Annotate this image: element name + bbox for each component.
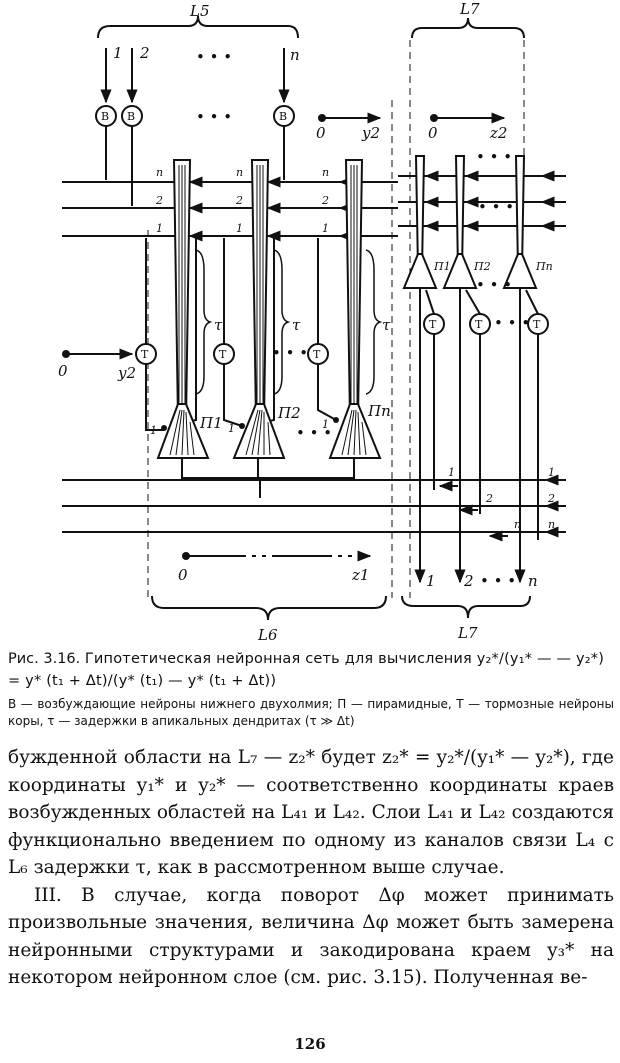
lbl-2-b: 2: [235, 194, 243, 207]
figure-legend: В — возбуждающие нейроны нижнего двухолм…: [8, 697, 614, 728]
bline-2: 2: [485, 492, 493, 505]
right-wires: [419, 288, 539, 576]
axis-z1-label: z1: [351, 566, 369, 584]
pyramid-hatching: [169, 409, 367, 456]
pyr-in-2: 1: [228, 422, 235, 435]
t-label-rn: T: [533, 318, 541, 331]
axis-y2-top-origin: 0: [316, 124, 326, 142]
label-l5: L5: [189, 2, 210, 20]
synapse-l2: [239, 423, 245, 429]
output-label-1: 1: [426, 572, 436, 590]
input-ellipsis: • • •: [196, 48, 232, 66]
pyramid-left-label-2: П2: [277, 404, 301, 422]
lbl-n-c: n: [322, 166, 329, 179]
axis-z2-origin: 0: [428, 124, 438, 142]
output-label-2: 2: [463, 572, 474, 590]
right-t-ellipsis: • • •: [494, 314, 530, 332]
left-dendrites: [172, 159, 364, 421]
neural-network-figure: L5 L7 1 2 n • • • • • • B B B 0 y2 0 z2: [58, 0, 566, 640]
b-ellipsis: • • •: [196, 108, 232, 126]
pyramid-ellipsis: • • •: [296, 424, 332, 442]
bline-1: 1: [448, 466, 455, 479]
right-ellipsis-top: • • •: [476, 148, 512, 166]
t-label-l1: T: [141, 348, 149, 361]
figure-caption: Рис. 3.16. Гипотетическая нейронная сеть…: [8, 648, 612, 692]
axis-z2-label: z2: [489, 124, 507, 142]
bline-n: n: [514, 518, 521, 531]
synapse-l1: [161, 425, 167, 431]
output-ellipsis: • • •: [480, 572, 516, 590]
pyramid-right-label-n: Пn: [535, 260, 553, 273]
page-number: 126: [294, 1035, 326, 1053]
body-text: бужденной области на L₇ — z₂* будет z₂* …: [8, 744, 614, 992]
left-wires: [145, 238, 337, 431]
label-l7-bottom: L7: [457, 624, 478, 640]
paragraph-1: бужденной области на L₇ — z₂* будет z₂* …: [8, 747, 614, 878]
t-ellipsis: • • •: [272, 344, 308, 362]
pyr-in-1: 1: [150, 424, 157, 437]
output-label-n: n: [528, 572, 538, 590]
label-l6: L6: [257, 626, 278, 640]
t-label-r2: T: [475, 318, 483, 331]
b-label-1: B: [101, 110, 109, 123]
lbl-n-a: n: [156, 166, 163, 179]
bline-1r: 1: [548, 466, 555, 479]
pyr-in-n: 1: [322, 418, 329, 431]
brace-l7-top: [411, 17, 525, 39]
delay-label-1: τ: [214, 316, 223, 334]
brace-l5: [97, 15, 299, 39]
t-label-l2: T: [219, 348, 227, 361]
right-ellipsis-mid: • • •: [478, 198, 514, 216]
brace-l7-bottom: [401, 595, 531, 619]
t-label-ln: T: [313, 348, 321, 361]
bottom-lines: [62, 479, 566, 533]
pyramid-left-label-1: П1: [199, 414, 223, 432]
t-label-r1: T: [429, 318, 437, 331]
delay-braces: [195, 249, 383, 395]
delay-label-n: τ: [382, 316, 391, 334]
lbl-2-c: 2: [321, 194, 329, 207]
pyramid-left-label-n: Пn: [367, 402, 391, 420]
dendrite-hatching: [178, 165, 358, 415]
pyramid-right-label-1: П1: [433, 260, 451, 273]
synapse-ln: [333, 417, 339, 423]
right-pyramids: [402, 253, 538, 289]
lbl-2-a: 2: [155, 194, 163, 207]
delay-label-2: τ: [292, 316, 301, 334]
axis-y2-left-origin: 0: [58, 362, 68, 380]
paragraph-2: III. В случае, когда поворот Δφ может пр…: [8, 884, 614, 989]
input-label-1: 1: [113, 44, 123, 62]
b-label-n: B: [279, 110, 287, 123]
axis-z1-origin: 0: [178, 566, 188, 584]
left-pyramid-outputs: [181, 458, 355, 498]
axis-y2-top-label: y2: [361, 124, 380, 142]
b-label-2: B: [127, 110, 135, 123]
input-label-n: n: [290, 46, 300, 64]
right-pyramid-ellipsis: • • •: [476, 276, 512, 294]
lbl-1-a: 1: [156, 222, 163, 235]
brace-l6: [151, 595, 387, 621]
bline-nr: n: [548, 518, 555, 531]
lbl-1-b: 1: [236, 222, 243, 235]
bline-2r: 2: [547, 492, 555, 505]
caption-title: Гипотетическая нейронная сеть для вычисл…: [8, 651, 605, 689]
caption-number: Рис. 3.16.: [8, 651, 81, 667]
lbl-1-c: 1: [322, 222, 329, 235]
dashed-boundaries: [147, 40, 525, 598]
input-label-2: 2: [139, 44, 150, 62]
label-l7-top: L7: [459, 0, 480, 18]
pyramid-right-label-2: П2: [473, 260, 491, 273]
lbl-n-b: n: [236, 166, 243, 179]
axis-y2-left-label: y2: [117, 364, 136, 382]
